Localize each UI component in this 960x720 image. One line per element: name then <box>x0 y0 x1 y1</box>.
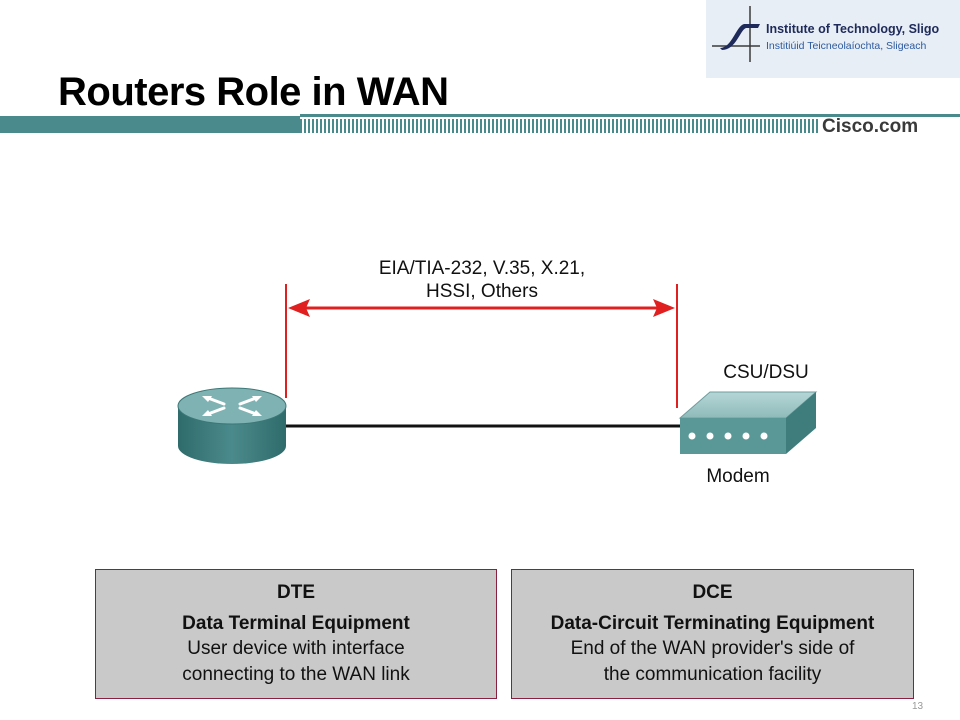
cisco-brand: Cisco.com <box>822 116 919 137</box>
dte-description-line2: connecting to the WAN link <box>182 664 410 685</box>
interface-label-line1: EIA/TIA-232, V.35, X.21, <box>379 258 585 279</box>
interface-span-arrow <box>288 299 675 317</box>
csu-dsu-modem-icon <box>678 391 818 454</box>
page-number: 13 <box>912 701 924 712</box>
institute-name-irish: Institiúid Teicneolaíochta, Sligeach <box>766 40 927 52</box>
dce-full-name: Data-Circuit Terminating Equipment <box>550 613 875 634</box>
dte-info-box: DTE Data Terminal Equipment User device … <box>95 569 497 699</box>
dce-description-line2: the communication facility <box>603 664 822 685</box>
dte-description-line1: User device with interface <box>187 638 405 659</box>
csu-dsu-label: CSU/DSU <box>723 362 809 383</box>
dce-heading: DCE <box>692 582 733 603</box>
institute-name: Institute of Technology, Sligo <box>766 22 940 36</box>
dte-heading: DTE <box>277 582 315 603</box>
page-title: Routers Role in WAN <box>58 70 449 114</box>
dce-description-line1: End of the WAN provider's side of <box>570 638 855 659</box>
modem-label: Modem <box>706 466 769 487</box>
institute-logo-mark-icon <box>712 6 760 62</box>
header-bar-stripes <box>300 119 820 133</box>
header-bar-thin <box>300 114 960 117</box>
dce-info-box: DCE Data-Circuit Terminating Equipment E… <box>511 569 914 699</box>
router-icon <box>177 387 287 464</box>
interface-label-line2: HSSI, Others <box>426 281 538 302</box>
institute-logo: Institute of Technology, Sligo Institiúi… <box>706 0 960 78</box>
header-bar-solid <box>0 116 300 133</box>
dte-full-name: Data Terminal Equipment <box>182 613 410 634</box>
